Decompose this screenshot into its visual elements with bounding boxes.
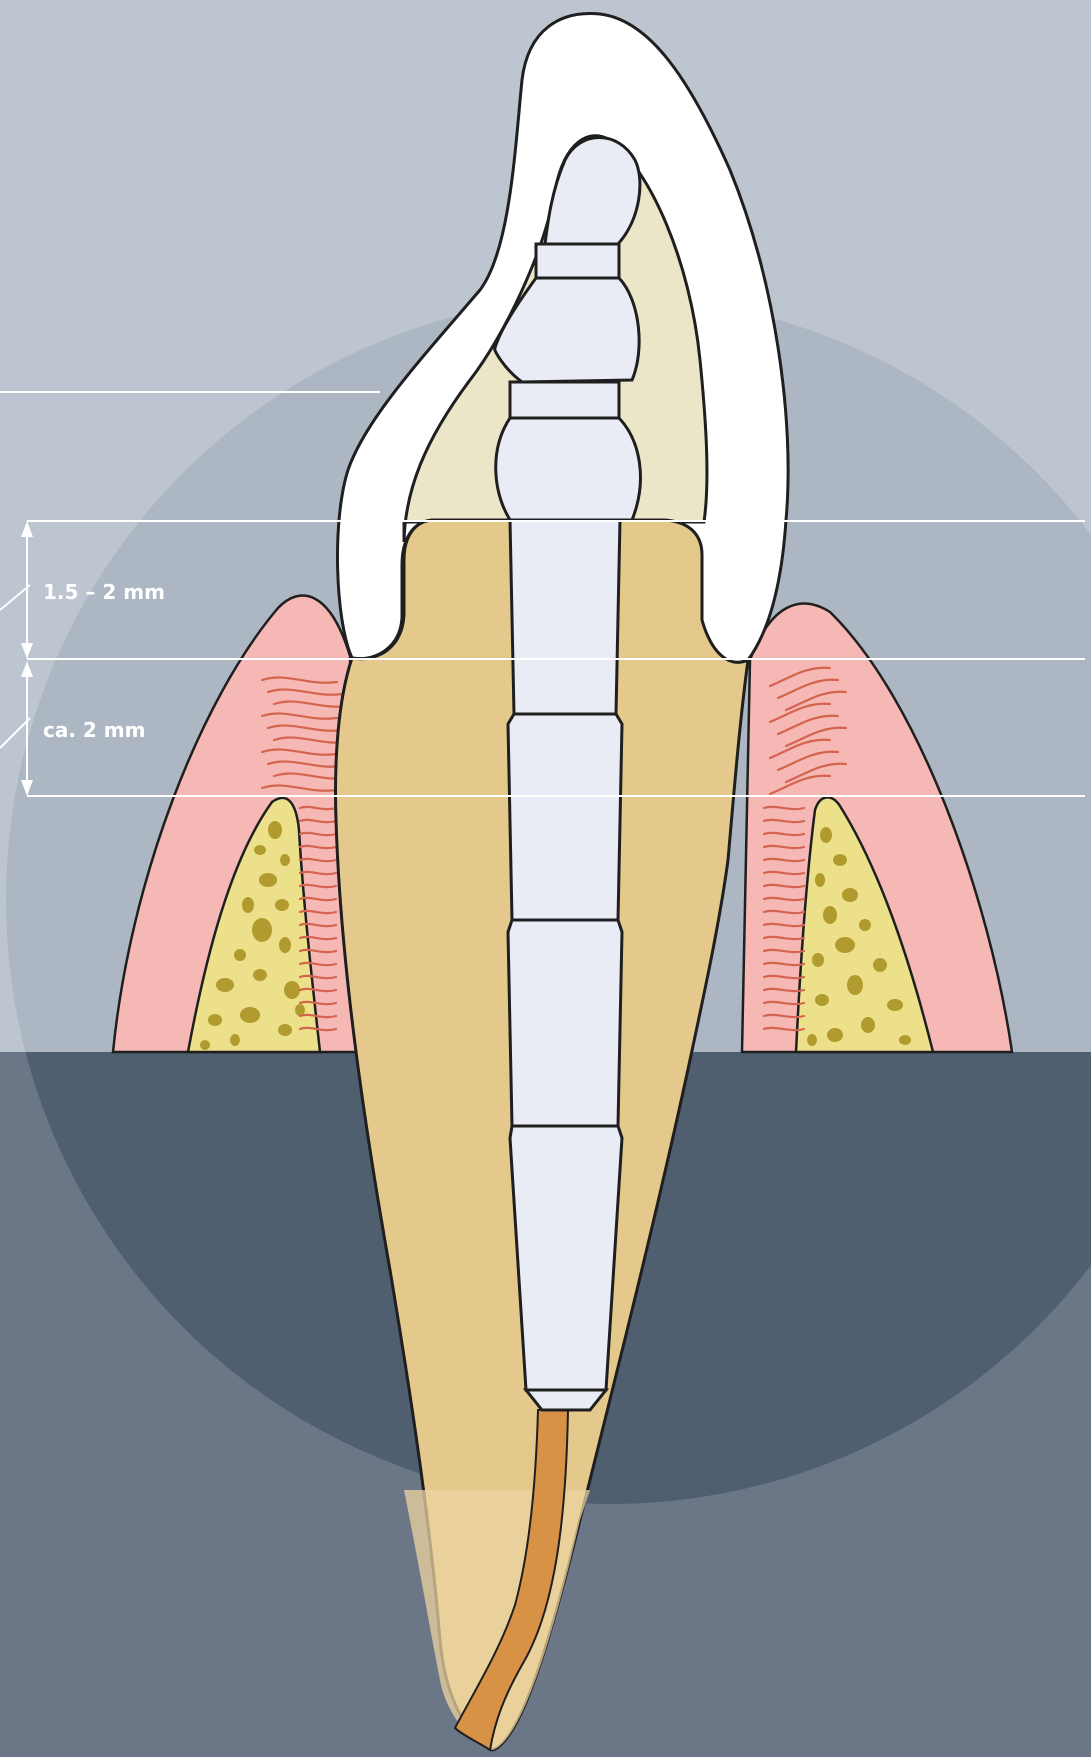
measurement-label-upper: 1.5 – 2 mm [43, 580, 165, 604]
post-segment-2 [508, 714, 622, 920]
post-neck-1 [536, 244, 619, 278]
post-shaft-1 [510, 520, 620, 714]
post-tip [526, 1390, 606, 1410]
post-segment-4 [510, 1126, 622, 1390]
post-bulb-2 [496, 418, 641, 520]
post-neck-2 [510, 382, 619, 418]
measurement-label-lower: ca. 2 mm [43, 718, 145, 742]
post-segment-3 [508, 920, 622, 1126]
